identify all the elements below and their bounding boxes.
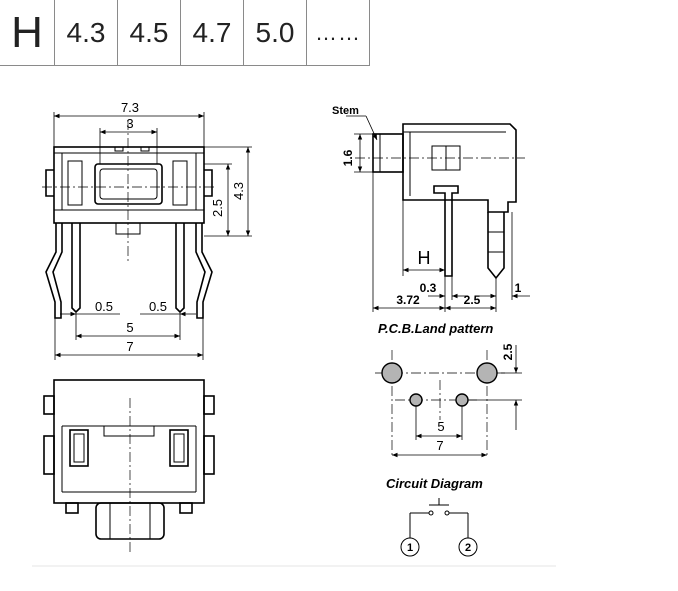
height-symbol: H: [0, 0, 55, 66]
circuit-title: Circuit Diagram: [386, 476, 483, 491]
front-view: 7.3 3 4.3 2.5 0.5 0.5 5 7: [42, 100, 252, 360]
side-view: Stem 1.6 H 0.3 3.72 2.5 1: [332, 105, 530, 312]
pcb-dim-vertical: 2.5: [501, 343, 515, 360]
front-lead-left: [45, 223, 63, 319]
pin-1-label: 1: [407, 542, 413, 554]
bottom-view: [43, 379, 215, 554]
bottom-stem: [95, 502, 165, 540]
stem-label: Stem: [332, 105, 359, 117]
dim-body-depth: 3.72: [396, 293, 420, 307]
height-value-1: 4.3: [54, 0, 118, 66]
dim-height: 4.3: [231, 182, 246, 200]
pcb-mount-hole-right: [476, 362, 498, 384]
height-value-3: 4.7: [180, 0, 244, 66]
side-stem: [372, 133, 404, 173]
front-pin-right: [175, 223, 185, 314]
circuit-diagram: Circuit Diagram 1 2: [386, 476, 483, 557]
dim-stem-height: 2.5: [210, 199, 225, 217]
pcb-land-pattern: P.C.B.Land pattern 2.5 5 7: [375, 321, 522, 458]
dim-pin-offset-left: 0.5: [95, 299, 113, 314]
height-more: ……: [306, 0, 370, 66]
pcb-dim-outer: 7: [436, 438, 443, 453]
pcb-mount-hole-left: [381, 362, 403, 384]
pcb-land-title: P.C.B.Land pattern: [378, 321, 493, 336]
pin-1-marker: [400, 537, 420, 557]
dim-stem-travel: 1.6: [341, 149, 355, 166]
pcb-pin-hole-left: [409, 393, 423, 407]
side-peg: [487, 212, 505, 280]
dim-stem-width: 3: [126, 116, 133, 131]
front-pin-left: [71, 223, 81, 314]
dim-pin-offset-right: 0.5: [149, 299, 167, 314]
pin-2-label: 2: [465, 542, 471, 554]
dim-h: H: [418, 248, 431, 268]
dim-tail: 1: [515, 281, 522, 295]
height-table: H 4.3 4.5 4.7 5.0 ……: [0, 0, 370, 66]
dim-pin-pitch: 5: [126, 320, 133, 335]
dim-lead-span: 7: [126, 339, 133, 354]
pcb-pin-hole-right: [455, 393, 469, 407]
front-body-outline: [53, 146, 205, 224]
height-value-4: 5.0: [243, 0, 307, 66]
dim-width-overall: 7.3: [121, 100, 139, 115]
bottom-body-outline: [53, 379, 205, 504]
pin-2-marker: [458, 537, 478, 557]
pcb-dim-inner: 5: [437, 419, 444, 434]
dim-pin-thickness: 0.3: [420, 281, 437, 295]
front-stem: [94, 163, 163, 205]
front-lead-right: [195, 223, 213, 319]
dim-peg-offset: 2.5: [464, 293, 481, 307]
